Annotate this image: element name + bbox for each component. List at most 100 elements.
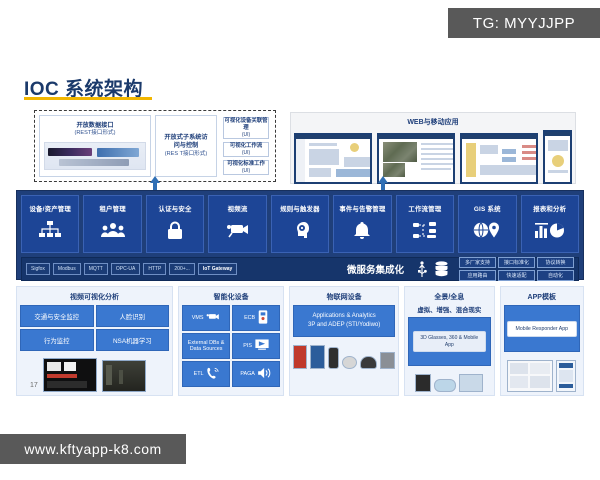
service-card-auth-security[interactable]: 认证与安全	[145, 195, 205, 253]
iot-box-line-1: Applications & Analytics	[312, 313, 376, 319]
microservice-bar: Sigfox Modbus MQTT OPC-UA HTTP 200+... I…	[21, 257, 579, 281]
vr-tag: 3D Glasses, 360 & Mobile App	[413, 330, 486, 353]
panel-title: APP模板	[527, 294, 556, 301]
cell-nsa-machine-learning[interactable]: NSA机器学习	[95, 329, 170, 351]
device-label: External DBs & Data Sources	[187, 339, 225, 352]
protocol-chip-mqtt[interactable]: MQTT	[83, 263, 108, 275]
visual-item-device-relation: 可视化设备关联管理 (UI)	[223, 117, 269, 139]
meter-icon	[380, 352, 396, 369]
visual-item-label: 可视化设备关联管理	[224, 118, 268, 131]
lock-icon	[167, 219, 183, 241]
card-label: GIS 系统	[473, 206, 501, 213]
panel-title: 智能化设备	[213, 294, 249, 301]
workflow-screenshot	[460, 133, 539, 184]
device-paga[interactable]: PAGA	[232, 361, 281, 387]
service-card-video-stream[interactable]: 视频流	[208, 195, 267, 253]
vr-headset-icon	[434, 379, 457, 392]
protocol-chip-more[interactable]: 200+...	[169, 263, 195, 275]
smart-device-grid: VMS ECB External DBs & Data Sources PIS	[182, 305, 281, 387]
video-thumbnails	[20, 358, 169, 392]
video-camera-icon	[226, 219, 250, 241]
device-label: VMS	[191, 314, 204, 321]
card-label: 事件与告警管理	[339, 206, 386, 213]
open-data-api-card: 开放数据接口 (REST接口形式)	[39, 115, 151, 177]
feature-chip-protocol-convert[interactable]: 协议转换	[536, 257, 574, 268]
service-card-event-alarm[interactable]: 事件与告警管理	[333, 195, 392, 253]
workflow-icon	[412, 219, 437, 241]
globe-pin-icon	[473, 219, 501, 241]
call-box-icon	[258, 310, 268, 326]
visual-item-sub: (UI)	[241, 149, 251, 156]
feature-chip-interface-standard[interactable]: 接口标准化	[497, 257, 535, 268]
gear-head-icon	[290, 219, 310, 241]
feature-chip-app-routing[interactable]: 应用路由	[458, 270, 496, 281]
device-label: ECB	[244, 314, 256, 321]
cell-traffic-security[interactable]: 交通与安全监控	[20, 305, 94, 327]
platform-band: 设备/资产管理 租户管理 认证与安全 视频流	[16, 190, 584, 281]
open-api-group: 开放数据接口 (REST接口形式) 开放式子系统访 问与控制 (RES T接口形…	[34, 110, 276, 182]
vr-camera-icon	[415, 374, 432, 392]
panel-subtitle: 虚拟、增强、混合现实	[417, 307, 482, 314]
feature-chip-multi-vendor[interactable]: 多厂家支持	[458, 257, 496, 268]
device-label: PIS	[243, 342, 252, 349]
page-title: IOC 系统架构	[24, 79, 144, 100]
device-external-dbs[interactable]: External DBs & Data Sources	[182, 333, 231, 359]
phone-icon	[206, 367, 219, 381]
device-label: ETL	[193, 370, 204, 377]
vr-box: 3D Glasses, 360 & Mobile App	[408, 317, 491, 366]
card-label: 工作流管理	[408, 206, 442, 213]
visual-item-workflow: 可视化工作流 (UI)	[223, 141, 269, 157]
app-screenshots	[504, 360, 581, 392]
card-label: 报表和分析	[533, 206, 567, 213]
open-data-api-title: 开放数据接口	[76, 122, 114, 129]
visual-item-label: 可视化标准工作	[227, 160, 265, 167]
protocol-chip-opc-ua[interactable]: OPC-UA	[110, 263, 141, 275]
bell-icon	[353, 219, 371, 241]
map-screenshot	[377, 133, 456, 184]
detector-icon	[342, 356, 357, 369]
protocol-chip-modbus[interactable]: Modbus	[52, 263, 81, 275]
card-label: 视频流	[227, 206, 248, 213]
service-card-rules-triggers[interactable]: 规则与触发器	[270, 195, 330, 253]
protocol-chip-http[interactable]: HTTP	[143, 263, 167, 275]
card-label: 设备/资产管理	[29, 206, 71, 213]
dashboard-screenshot	[294, 133, 373, 184]
protocol-chip-sigfox[interactable]: Sigfox	[26, 263, 50, 275]
device-vms[interactable]: VMS	[182, 305, 231, 331]
open-subsystem-card: 开放式子系统访 问与控制 (RES T接口形式)	[155, 115, 217, 177]
panel-title: 物联网设备	[326, 294, 362, 301]
device-etl[interactable]: ETL	[182, 361, 231, 387]
site-watermark: www.kftyapp-k8.com	[0, 434, 186, 464]
service-card-report-analysis[interactable]: 报表和分析	[520, 195, 579, 253]
protocol-chip-iot-gateway[interactable]: IoT Gateway	[197, 263, 238, 275]
chart-pie-icon	[534, 219, 565, 241]
panel-smart-devices: 智能化设备 VMS ECB External DBs & Data Source…	[178, 286, 285, 396]
device-pis[interactable]: PIS	[232, 333, 281, 359]
users-icon	[100, 219, 125, 241]
open-subsystem-title: 开放式子系统访	[164, 133, 208, 141]
service-card-gis[interactable]: GIS 系统	[458, 195, 517, 253]
video-analytics-grid: 交通与安全监控 人脸识别 行为监控 NSA机器学习	[20, 305, 170, 351]
video-camera-icon	[206, 312, 220, 324]
cell-face-recognition[interactable]: 人脸识别	[95, 305, 170, 327]
feature-chip-fast-adapt[interactable]: 快速适配	[497, 270, 535, 281]
video-thumbnail-2	[102, 360, 147, 392]
cctv-pole-icon	[309, 345, 326, 369]
service-card-device-asset[interactable]: 设备/资产管理	[21, 195, 80, 253]
speaker-icon	[258, 367, 272, 381]
page-number: 17	[30, 382, 38, 389]
service-card-row: 设备/资产管理 租户管理 认证与安全 视频流	[21, 195, 579, 253]
device-label: PAGA	[240, 370, 255, 377]
title-underline	[24, 97, 152, 100]
service-card-tenant[interactable]: 租户管理	[83, 195, 142, 253]
feature-chip-automation[interactable]: 自动化	[536, 270, 574, 281]
service-card-workflow[interactable]: 工作流管理	[395, 195, 455, 253]
web-panel-title: WEB与移动应用	[407, 119, 459, 126]
cell-behavior-monitor[interactable]: 行为监控	[20, 329, 94, 351]
open-subsystem-title-2: 问与控制	[173, 142, 199, 150]
display-icon	[255, 339, 269, 352]
panel-title: 视频可视化分析	[70, 294, 120, 301]
open-data-api-subtitle: (REST接口形式)	[74, 130, 116, 137]
device-ecb[interactable]: ECB	[232, 305, 281, 331]
